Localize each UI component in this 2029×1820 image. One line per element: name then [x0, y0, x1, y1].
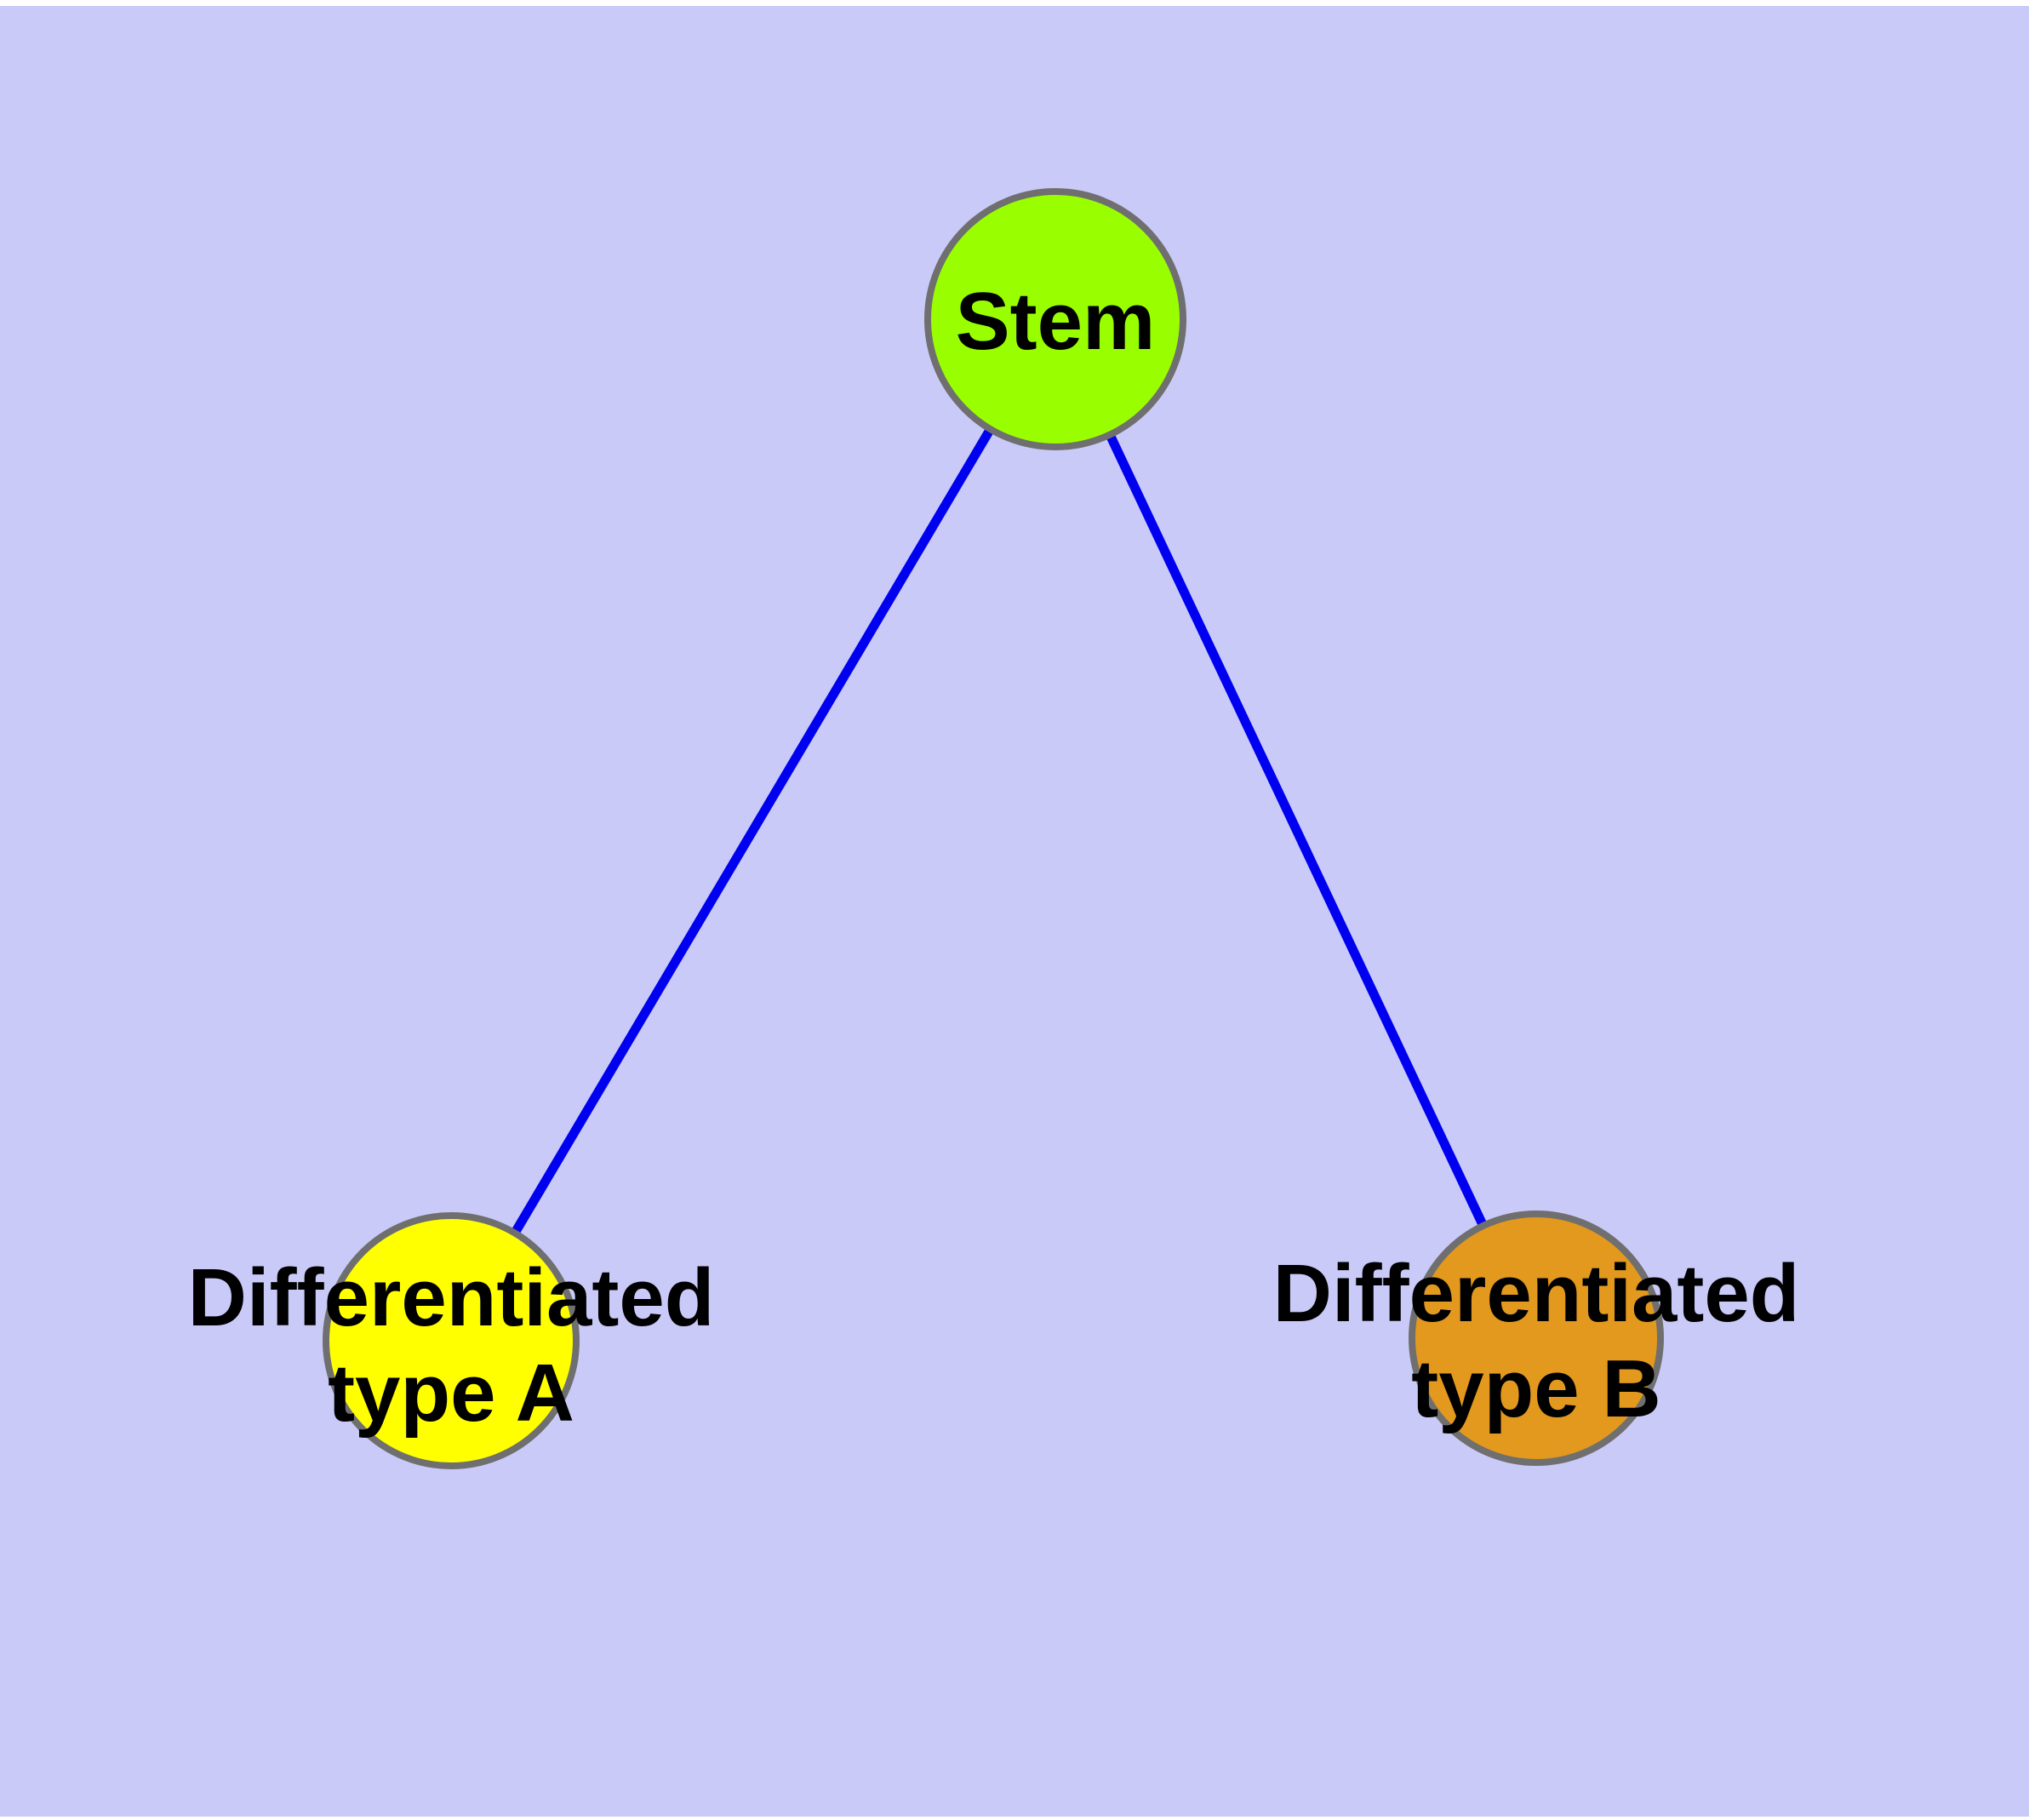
- node-label-type-b-line2: type B: [1411, 1343, 1660, 1434]
- node-label-type-a-line1: Differentiated: [188, 1252, 715, 1343]
- node-differentiated-type-a: [323, 1212, 580, 1469]
- node-stem: [924, 188, 1186, 450]
- edge-stem-to-type-b: [1051, 317, 1540, 1341]
- edge-stem-to-type-a: [447, 317, 1060, 1343]
- node-differentiated-type-b: [1409, 1210, 1664, 1466]
- node-label-type-a-line2: type A: [328, 1348, 574, 1439]
- node-label-stem: Stem: [956, 276, 1156, 367]
- node-label-type-b-line1: Differentiated: [1273, 1248, 1800, 1339]
